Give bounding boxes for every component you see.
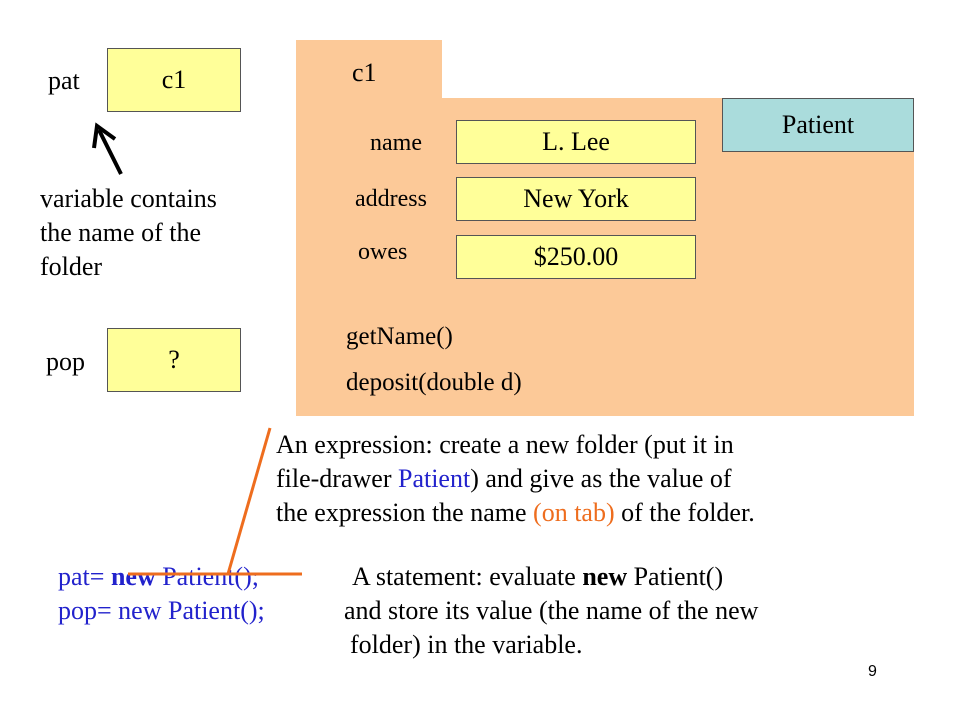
- code-new-keyword: new: [110, 562, 156, 591]
- statement-note: A statement: evaluate new Patient() and …: [344, 560, 758, 662]
- expression-note-line-1: An expression: create a new folder (put …: [276, 430, 734, 459]
- field-owes-value: $250.00: [533, 242, 619, 271]
- statement-note-line-2: and store its value (the name of the new: [344, 596, 759, 625]
- field-address-box: New York: [456, 177, 696, 221]
- expression-note-line-3: the expression the name (on tab) of the …: [276, 498, 755, 527]
- method-deposit: deposit(double d): [346, 369, 522, 396]
- folder-tab-name: c1: [352, 58, 377, 87]
- class-name-label: Patient: [781, 110, 855, 139]
- code-line-2: pop= new Patient();: [58, 596, 265, 625]
- field-owes-label: owes: [358, 239, 408, 265]
- code-line-1: pat= new Patient();: [58, 562, 259, 591]
- statement-note-line-1: A statement: evaluate new Patient(): [352, 562, 724, 591]
- var-pop-box: ?: [107, 328, 241, 392]
- field-owes-box: $250.00: [456, 235, 696, 279]
- statement-note-line-3: folder) in the variable.: [350, 630, 583, 659]
- folder-tab: [296, 40, 442, 100]
- variable-note-line-2: the name of the: [40, 218, 201, 247]
- variable-note: variable contains the name of the folder: [40, 182, 217, 284]
- var-pop-label: pop: [46, 347, 85, 376]
- method-getname: getName(): [346, 323, 453, 350]
- expression-note-tab: (on tab): [533, 498, 615, 527]
- page-number: 9: [868, 663, 877, 680]
- expression-note-class: Patient: [397, 464, 471, 493]
- pat-pointer-arrow-shaft: [97, 129, 123, 175]
- class-name-box: Patient: [722, 98, 914, 152]
- var-pat-label: pat: [48, 66, 80, 95]
- field-name-value: L. Lee: [542, 127, 610, 156]
- var-pop-value: ?: [168, 345, 180, 374]
- code-block: pat= new Patient(); pop= new Patient();: [58, 560, 265, 628]
- field-address-label: address: [355, 186, 427, 212]
- expression-note: An expression: create a new folder (put …: [276, 428, 755, 530]
- field-name-label: name: [370, 130, 422, 156]
- variable-note-line-1: variable contains: [40, 184, 217, 213]
- expression-pointer-line: [226, 427, 272, 575]
- var-pat-box: c1: [107, 48, 241, 112]
- field-address-value: New York: [523, 184, 629, 213]
- var-pat-value: c1: [161, 65, 187, 94]
- expression-note-line-2: file-drawer Patient) and give as the val…: [276, 464, 732, 493]
- field-name-box: L. Lee: [456, 120, 696, 164]
- variable-note-line-3: folder: [40, 252, 103, 281]
- pat-pointer-arrow-head: [92, 122, 117, 149]
